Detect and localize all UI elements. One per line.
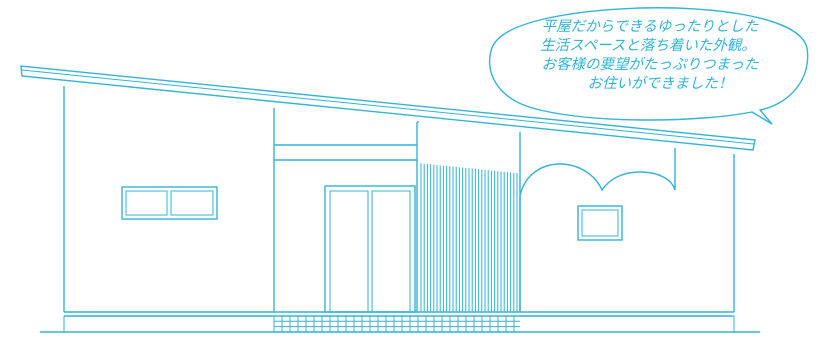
middle-section xyxy=(274,122,418,312)
right-window xyxy=(577,205,623,241)
foundation xyxy=(40,311,760,333)
bubble-line-1: 平屋だからできるゆったりとした xyxy=(542,19,759,35)
roof xyxy=(20,65,756,151)
bubble-line-4: お住いができました！ xyxy=(588,75,733,92)
left-window xyxy=(121,186,218,220)
bubble-line-2: 生活スペースと落ち着いた外観。 xyxy=(540,37,756,54)
speech-bubble: 平屋だからできるゆったりとした 生活スペースと落ち着いた外観。 お客様の要望がた… xyxy=(488,7,809,125)
deck-tiles xyxy=(273,315,520,333)
left-wall xyxy=(63,86,275,312)
bubble-line-3: お客様の要望がたっぷりつまった xyxy=(541,56,759,73)
right-wall xyxy=(519,148,735,312)
sliding-door xyxy=(324,185,416,313)
cladding-slats xyxy=(420,163,518,312)
slatted-cladding xyxy=(417,121,521,312)
